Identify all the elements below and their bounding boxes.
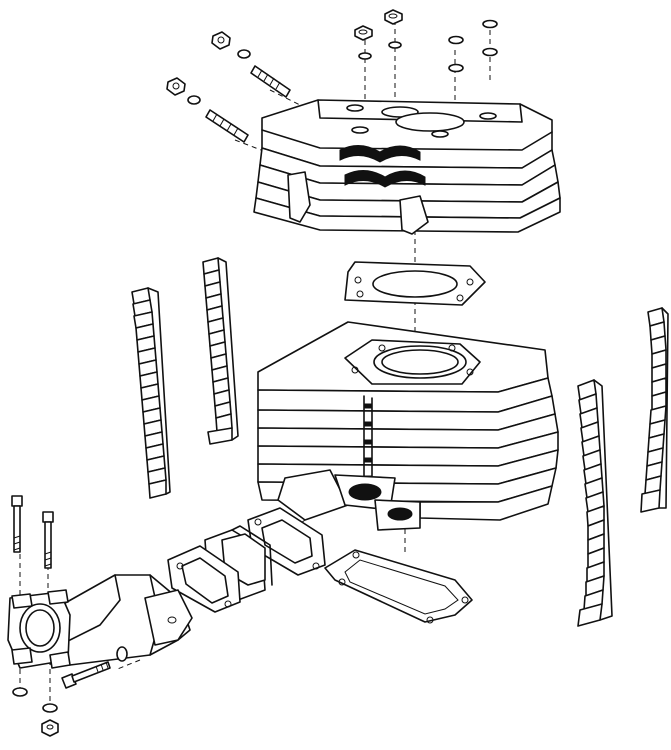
stud-bolt — [205, 109, 249, 143]
cylinder — [257, 321, 559, 531]
washer — [448, 35, 464, 45]
nut — [211, 31, 231, 50]
nut — [384, 9, 403, 25]
rubber-damper-strip — [577, 379, 613, 627]
stud-bolt — [250, 65, 291, 98]
nut — [354, 25, 373, 41]
intake-manifold — [7, 574, 193, 669]
rubber-damper-strip — [131, 287, 171, 499]
washer — [116, 646, 128, 662]
washer — [187, 95, 201, 105]
clamp-hardware — [11, 495, 128, 737]
rubber-damper-strip — [202, 257, 239, 445]
washer — [237, 49, 251, 59]
cylinder-head — [253, 99, 561, 235]
washer — [482, 47, 498, 57]
base-gasket — [324, 549, 473, 624]
nut — [41, 719, 59, 737]
bolt — [61, 661, 111, 689]
washer — [42, 703, 58, 713]
washer — [388, 41, 402, 49]
rubber-damper-strip — [640, 307, 669, 513]
washer — [448, 63, 464, 73]
washer — [358, 52, 372, 60]
bolt — [11, 495, 23, 553]
bolt — [42, 511, 54, 569]
washer — [482, 19, 498, 29]
head-hardware — [166, 9, 498, 143]
washer — [12, 687, 28, 697]
nut — [166, 77, 186, 96]
intake-gasket — [167, 545, 241, 613]
head-gasket — [344, 261, 486, 306]
